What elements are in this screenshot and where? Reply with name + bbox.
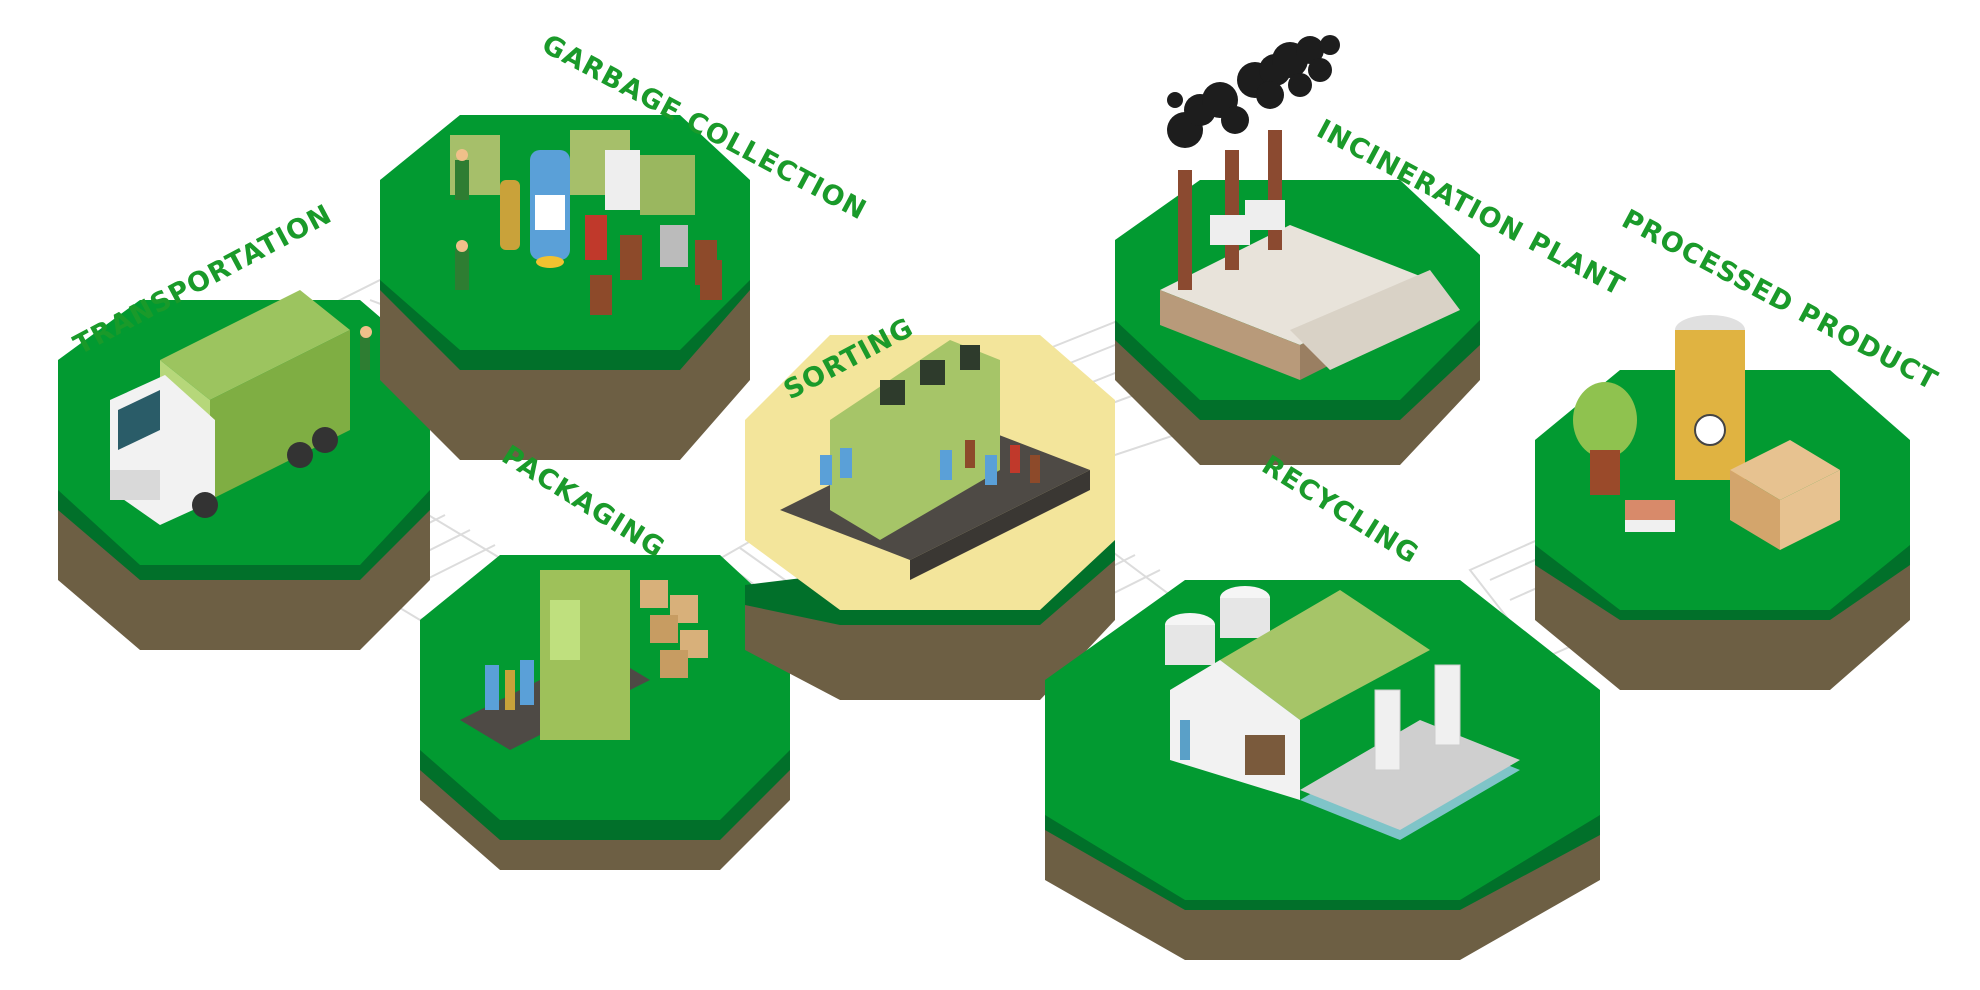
- label-processed-product: PROCESSED PRODUCT: [1617, 204, 1943, 397]
- sorting-conveyor-icon: [780, 340, 1090, 580]
- garbage-truck-icon: [110, 290, 372, 525]
- smoke-icon: [1167, 35, 1340, 148]
- tile-packaging: [420, 555, 790, 870]
- tile-processed-product: [1535, 315, 1910, 690]
- tile-incineration-plant: [1115, 35, 1480, 465]
- tile-recycling: [1045, 580, 1600, 960]
- tile-garbage-collection: [380, 115, 750, 460]
- recycling-plant-icon: [1165, 586, 1520, 840]
- label-recycling: RECYCLING: [1256, 450, 1424, 571]
- tile-sorting: [745, 335, 1115, 700]
- packaging-machine-icon: [460, 570, 708, 750]
- tile-transportation: [58, 290, 430, 650]
- products-icon: [1573, 315, 1840, 550]
- incineration-plant-icon: [1160, 130, 1460, 380]
- garbage-pile-icon: [450, 130, 722, 315]
